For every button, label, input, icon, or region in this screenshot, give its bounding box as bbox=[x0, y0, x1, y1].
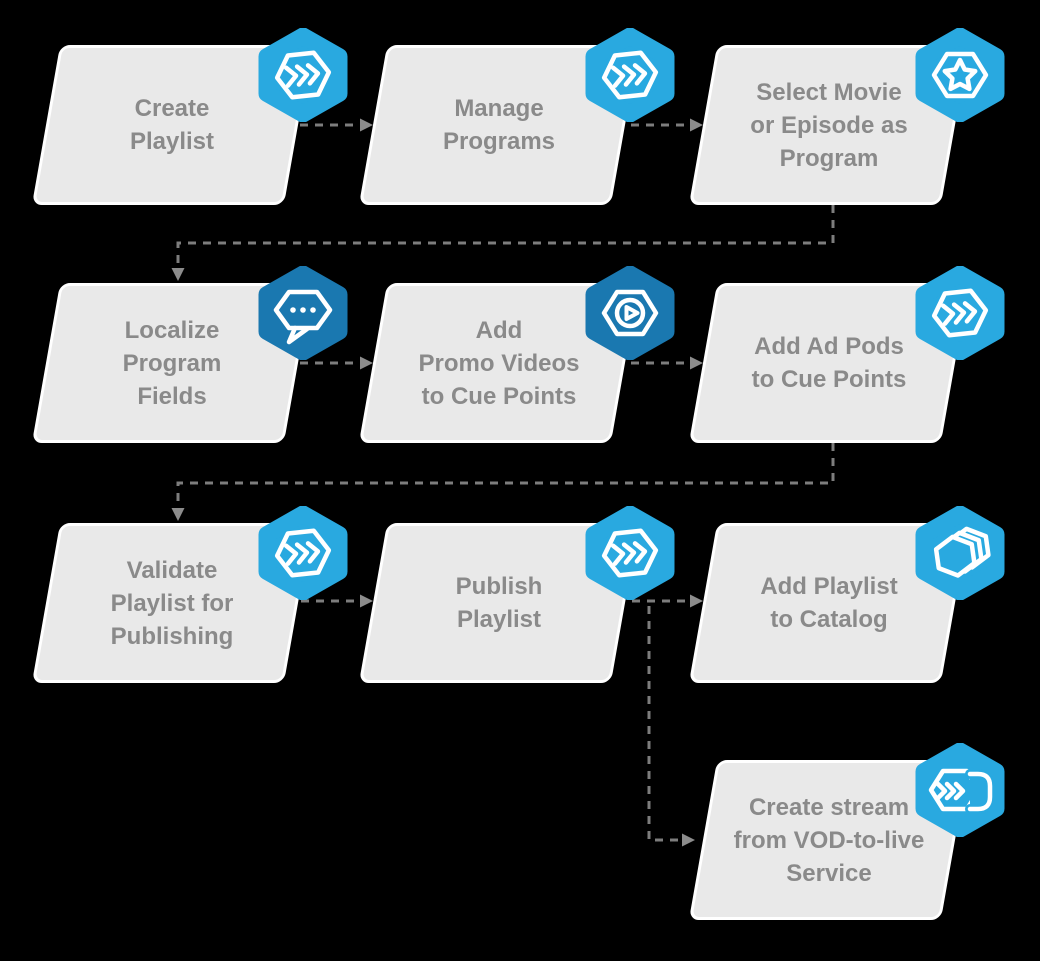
node-label-line: Select Movie bbox=[756, 78, 902, 106]
node-label-line: Promo Videos bbox=[418, 349, 580, 377]
node-label-line: or Episode as bbox=[750, 111, 908, 139]
flow-node-add-playlist-to-catalog: Add Playlist to Catalog bbox=[688, 523, 955, 683]
node-label: Add Playlist to Catalog bbox=[703, 523, 955, 683]
fast-forward-hexagon-icon bbox=[258, 28, 348, 122]
node-label-line: Playlist bbox=[129, 128, 215, 155]
node-label-line: Manage bbox=[454, 95, 544, 122]
node-label: Create stream from VOD-to-live Service bbox=[703, 760, 955, 920]
flow-node-add-ad-pods: Add Ad Pods to Cue Points bbox=[688, 283, 955, 443]
node-label-line: Localize bbox=[124, 316, 220, 344]
node-label: Add Ad Pods to Cue Points bbox=[703, 283, 955, 443]
flow-node-create-stream-vod-to-live: Create stream from VOD-to-live Service bbox=[688, 760, 955, 920]
flow-node-create-playlist: Create Playlist bbox=[31, 45, 298, 205]
node-label-line: Add bbox=[475, 316, 523, 344]
node-label: Localize Program Fields bbox=[46, 283, 298, 443]
flow-node-localize-program-fields: Localize Program Fields bbox=[31, 283, 298, 443]
node-label-line: to Cue Points bbox=[751, 366, 907, 393]
node-label: Create Playlist bbox=[46, 45, 298, 205]
fast-forward-hexagon-icon bbox=[585, 28, 675, 122]
chat-bubble-icon bbox=[258, 266, 348, 360]
flow-node-select-movie-or-episode: Select Movie or Episode as Program bbox=[688, 45, 955, 205]
fast-forward-hexagon-icon bbox=[258, 506, 348, 600]
node-label-line: to Cue Points bbox=[421, 382, 577, 410]
node-label-line: Add Playlist bbox=[760, 573, 898, 600]
node-label: Manage Programs bbox=[373, 45, 625, 205]
node-label-line: Program bbox=[779, 144, 879, 172]
node-label-line: Playlist for bbox=[110, 589, 234, 617]
node-label: Add Promo Videos to Cue Points bbox=[373, 283, 625, 443]
node-label-line: Publishing bbox=[110, 622, 234, 650]
node-label: Select Movie or Episode as Program bbox=[703, 45, 955, 205]
vod-to-live-cycle-icon bbox=[915, 743, 1005, 837]
node-label: Validate Playlist for Publishing bbox=[46, 523, 298, 683]
node-label: Publish Playlist bbox=[373, 523, 625, 683]
catalog-stack-icon bbox=[915, 506, 1005, 600]
edge-publish-to-vodlive bbox=[647, 606, 695, 847]
play-hexagon-icon bbox=[585, 266, 675, 360]
node-label-line: Validate bbox=[126, 556, 218, 584]
node-label-line: Create bbox=[134, 95, 210, 122]
node-label-line: Programs bbox=[442, 128, 556, 155]
flow-node-manage-programs: Manage Programs bbox=[358, 45, 625, 205]
flow-node-add-promo-videos: Add Promo Videos to Cue Points bbox=[358, 283, 625, 443]
edge-select-to-localize bbox=[171, 205, 835, 281]
fast-forward-hexagon-icon bbox=[915, 266, 1005, 360]
node-label-line: Fields bbox=[137, 382, 207, 410]
node-label-line: Playlist bbox=[456, 606, 542, 633]
node-label-line: Create stream bbox=[748, 793, 910, 821]
node-label-line: Publish bbox=[455, 573, 543, 600]
node-label-line: from VOD-to-live bbox=[733, 826, 925, 854]
node-label-line: Service bbox=[786, 859, 872, 887]
flow-node-validate-playlist: Validate Playlist for Publishing bbox=[31, 523, 298, 683]
node-label-line: Program bbox=[122, 349, 222, 377]
fast-forward-hexagon-icon bbox=[585, 506, 675, 600]
star-hexagon-icon bbox=[915, 28, 1005, 122]
edge-adpods-to-validate bbox=[171, 443, 835, 521]
node-label-line: Add Ad Pods bbox=[754, 333, 904, 360]
flow-node-publish-playlist: Publish Playlist bbox=[358, 523, 625, 683]
node-label-line: to Catalog bbox=[770, 606, 888, 633]
